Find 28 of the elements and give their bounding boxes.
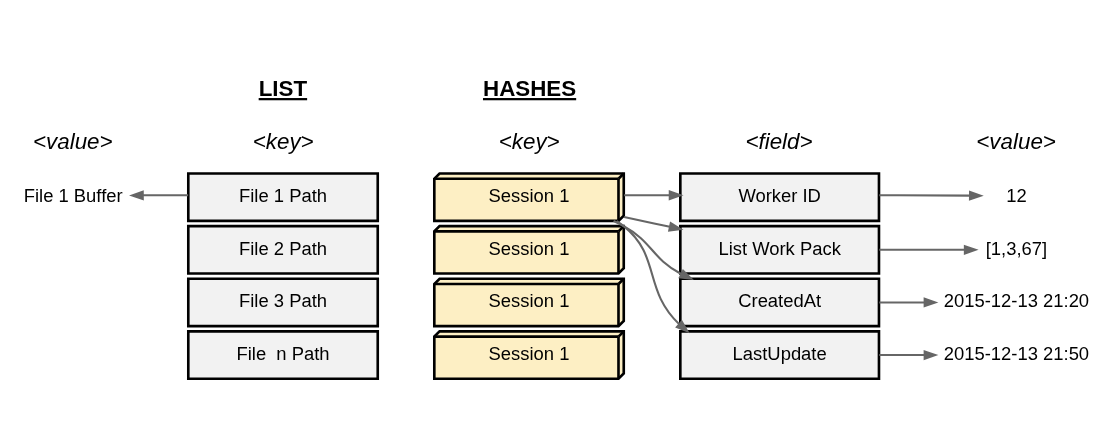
node-box: Worker ID [679, 171, 881, 222]
node-box: File 1 Path [187, 171, 380, 222]
label: <key> [252, 128, 314, 154]
node-text: File 1 Buffer [23, 184, 123, 206]
arrow [879, 244, 979, 255]
arrow [623, 215, 684, 232]
node-text: [1,3,67] [985, 237, 1048, 259]
arrow [879, 189, 984, 201]
node-box: List Work Pack [679, 224, 881, 275]
node-box: File n Path [187, 329, 380, 380]
label: LIST [258, 75, 308, 101]
node-box: CreatedAt [679, 276, 881, 327]
node-text: 2015-12-13 21:20 [943, 289, 1090, 311]
arrow [879, 296, 939, 308]
node-text: 12 [1006, 184, 1027, 206]
arrow [129, 189, 189, 200]
label: <field> [745, 128, 813, 154]
arrow [624, 189, 684, 200]
label: <value> [33, 128, 113, 154]
arrow [879, 349, 939, 360]
node-text: 2015-12-13 21:50 [943, 342, 1090, 364]
node-box: LastUpdate [679, 329, 881, 380]
label: <value> [976, 128, 1056, 154]
node-box: File 2 Path [187, 224, 380, 275]
node-box: File 3 Path [187, 276, 380, 327]
label: HASHES [482, 75, 577, 101]
label: <key> [498, 128, 560, 154]
arrow [613, 219, 694, 280]
